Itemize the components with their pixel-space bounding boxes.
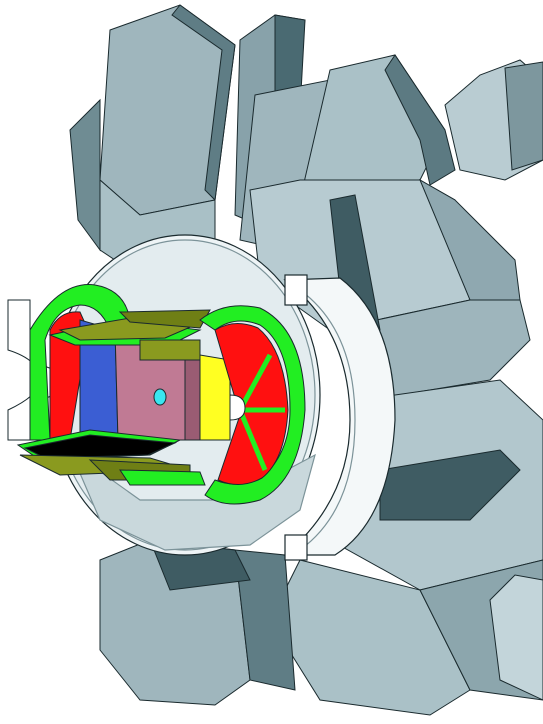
target-assembly xyxy=(16,284,231,486)
detector-module-bottom-left xyxy=(99,539,296,706)
right-red-sector xyxy=(214,323,289,485)
right-frame-assembly xyxy=(199,305,306,505)
target-dot xyxy=(153,388,167,406)
yellow-panel xyxy=(199,354,231,441)
